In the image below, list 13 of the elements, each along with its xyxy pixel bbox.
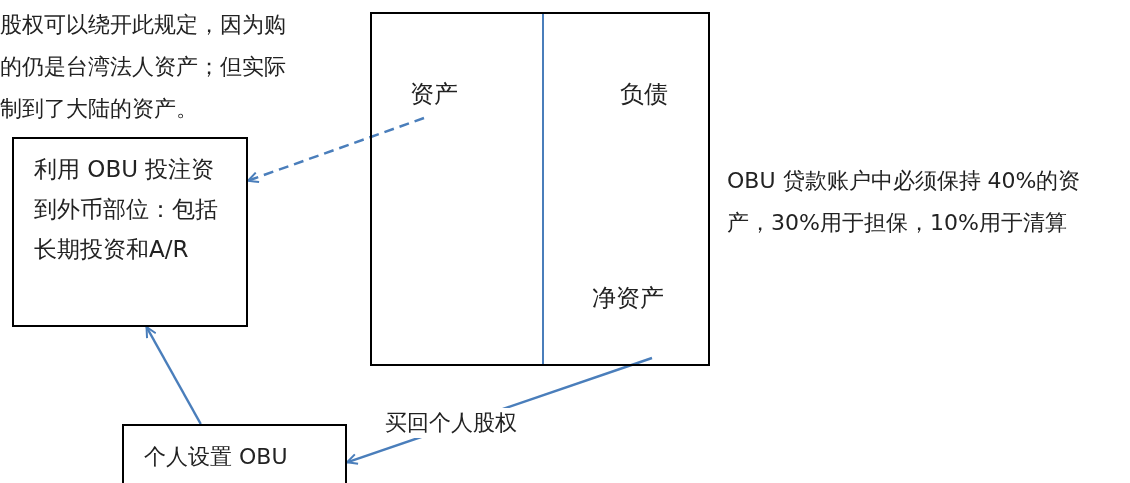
balance-sheet-box [370,12,710,366]
column-heading: 净资产 [592,282,692,322]
process-box: 利用 OBU 投注资到外币部位：包括长期投资和A/R [12,137,248,327]
arrow [145,326,202,425]
arrow [247,116,425,184]
column-heading: 负债 [620,78,690,118]
process-box: 个人设置 OBU [122,424,347,483]
note-text: OBU 贷款账户中必须保持 40%的资产，30%用于担保，10%用于清算 [727,167,1082,237]
edge-label: 买回个人股权 [385,408,517,438]
note-text: 股权可以绕开此规定，因为购 [0,11,287,39]
note-text: 制到了大陆的资产。 [0,95,199,123]
note-text: 的仍是台湾法人资产；但实际 [0,53,287,81]
column-heading: 资产 [410,78,480,118]
